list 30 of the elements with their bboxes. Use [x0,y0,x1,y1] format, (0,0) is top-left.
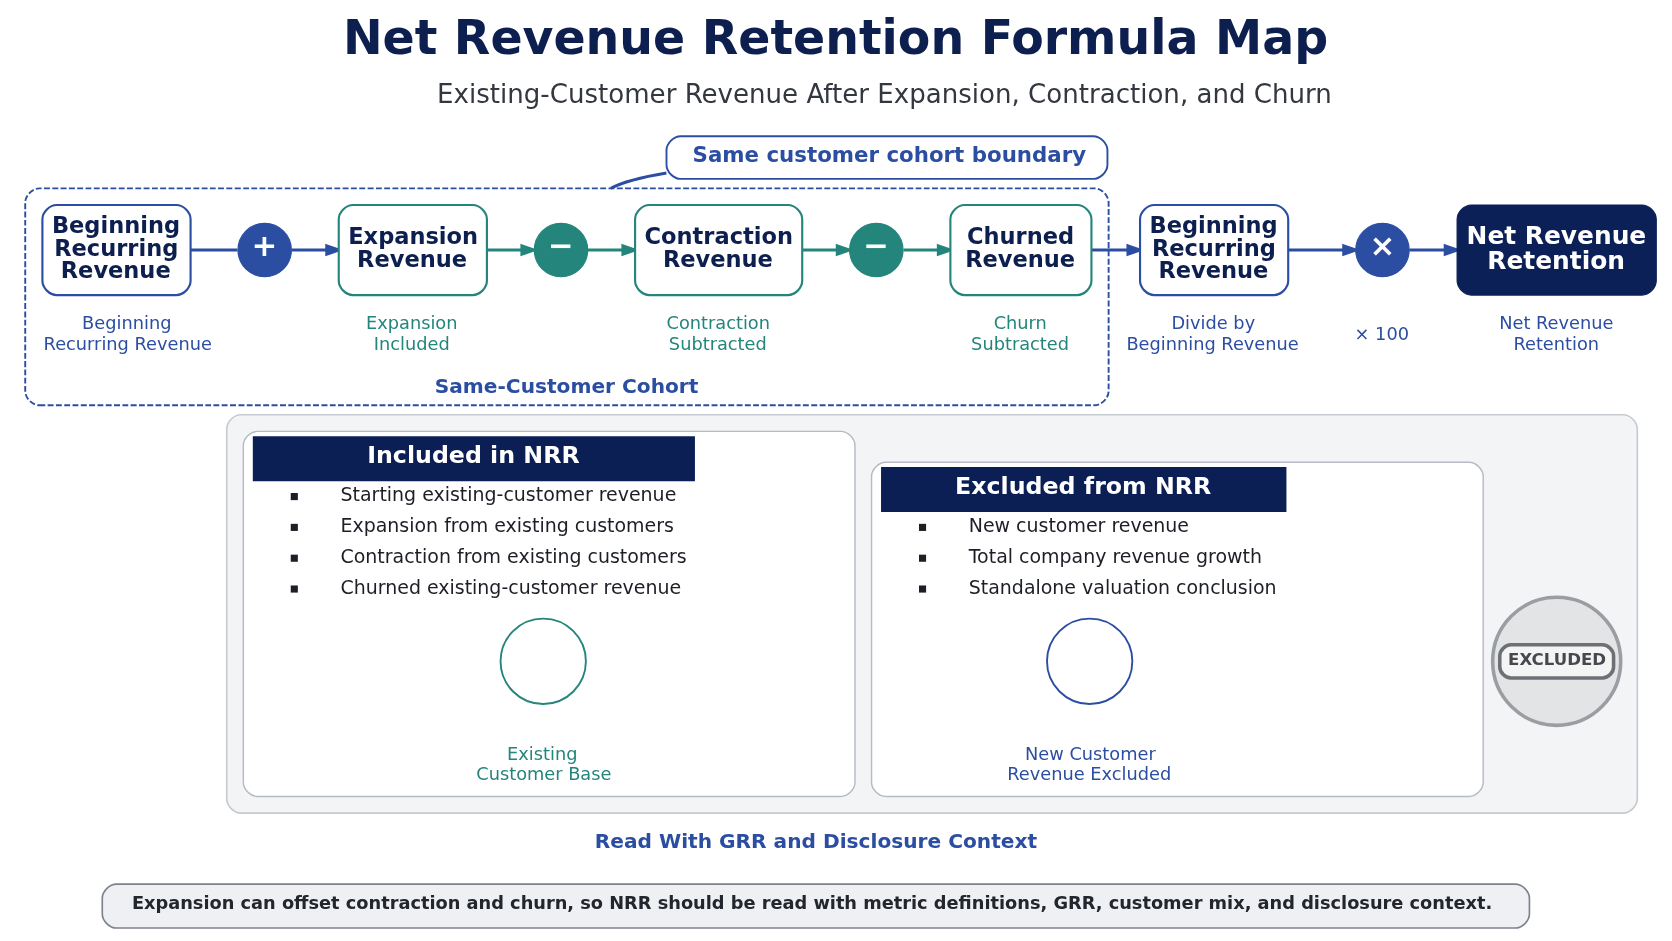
label: Existing-Customer Revenue After Expansion, Contraction, and Churn [437,78,1332,109]
node-label: Net Revenue Retention [1499,312,1614,354]
node-label: Divide by Beginning Revenue [1126,312,1299,354]
node-box: Contraction Revenue [634,203,804,297]
node-circle [1046,617,1134,705]
node-circle [499,617,587,705]
node-label: Contraction Subtracted [666,312,770,354]
cluster [225,413,1639,814]
node-box: Churned Revenue [949,203,1093,297]
connector [190,248,238,252]
node-box: Net Revenue Retention [1456,204,1657,296]
node-circle: − [849,222,904,278]
diagram-title: Net Revenue Retention Formula Map [342,10,1329,66]
node-label: Churn Subtracted [971,312,1070,354]
node-box: Expansion can offset contraction and churn, so NRR should be read with metric definitions, GRR, customer mix, and disclosure context. [101,883,1531,929]
node-box: Beginning Recurring Revenue [41,203,192,297]
node-box: Same customer cohort boundary [665,135,1109,180]
node-circle: × [1355,222,1410,278]
label: Read With GRR and Disclosure Context [594,828,1038,853]
node-circle: + [237,222,292,278]
node-circle: EXCLUDED [1490,595,1623,728]
node-label: × 100 [1354,322,1410,344]
node-label: Beginning Recurring Revenue [43,312,212,354]
connector [610,171,667,190]
node-circle: − [533,222,589,278]
node-label: Existing Customer Base [476,742,612,784]
node-label: Expansion Included [366,312,458,354]
node-box: Beginning Recurring Revenue [1138,203,1290,297]
node-box: Expansion Revenue [337,203,488,297]
node-label: New Customer Revenue Excluded [1007,742,1172,784]
